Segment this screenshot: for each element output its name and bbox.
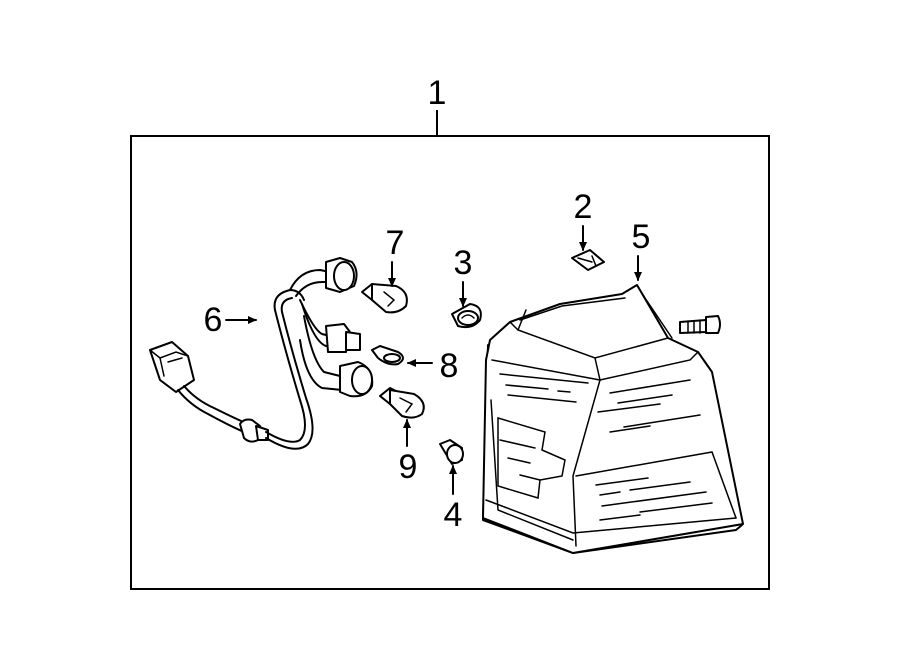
callout-9: 9	[399, 448, 418, 486]
bulb-upper	[361, 283, 408, 314]
callout-7: 7	[386, 224, 405, 262]
callout-1: 1	[428, 74, 447, 112]
grommet-lower	[439, 439, 464, 465]
callout-3: 3	[454, 244, 473, 282]
wiring-harness	[149, 257, 374, 450]
side-socket	[679, 315, 721, 334]
tail-lamp-housing	[482, 284, 744, 554]
callout-2: 2	[574, 188, 593, 226]
assembly-frame	[130, 135, 770, 590]
callout-5: 5	[632, 218, 651, 256]
callout-8: 8	[440, 347, 459, 385]
grommet-upper	[451, 303, 482, 329]
bulb-lower	[379, 387, 425, 419]
callout-4: 4	[444, 496, 463, 534]
gasket-ring	[371, 345, 404, 366]
callout-6: 6	[204, 301, 223, 339]
retainer-clip	[571, 249, 605, 271]
